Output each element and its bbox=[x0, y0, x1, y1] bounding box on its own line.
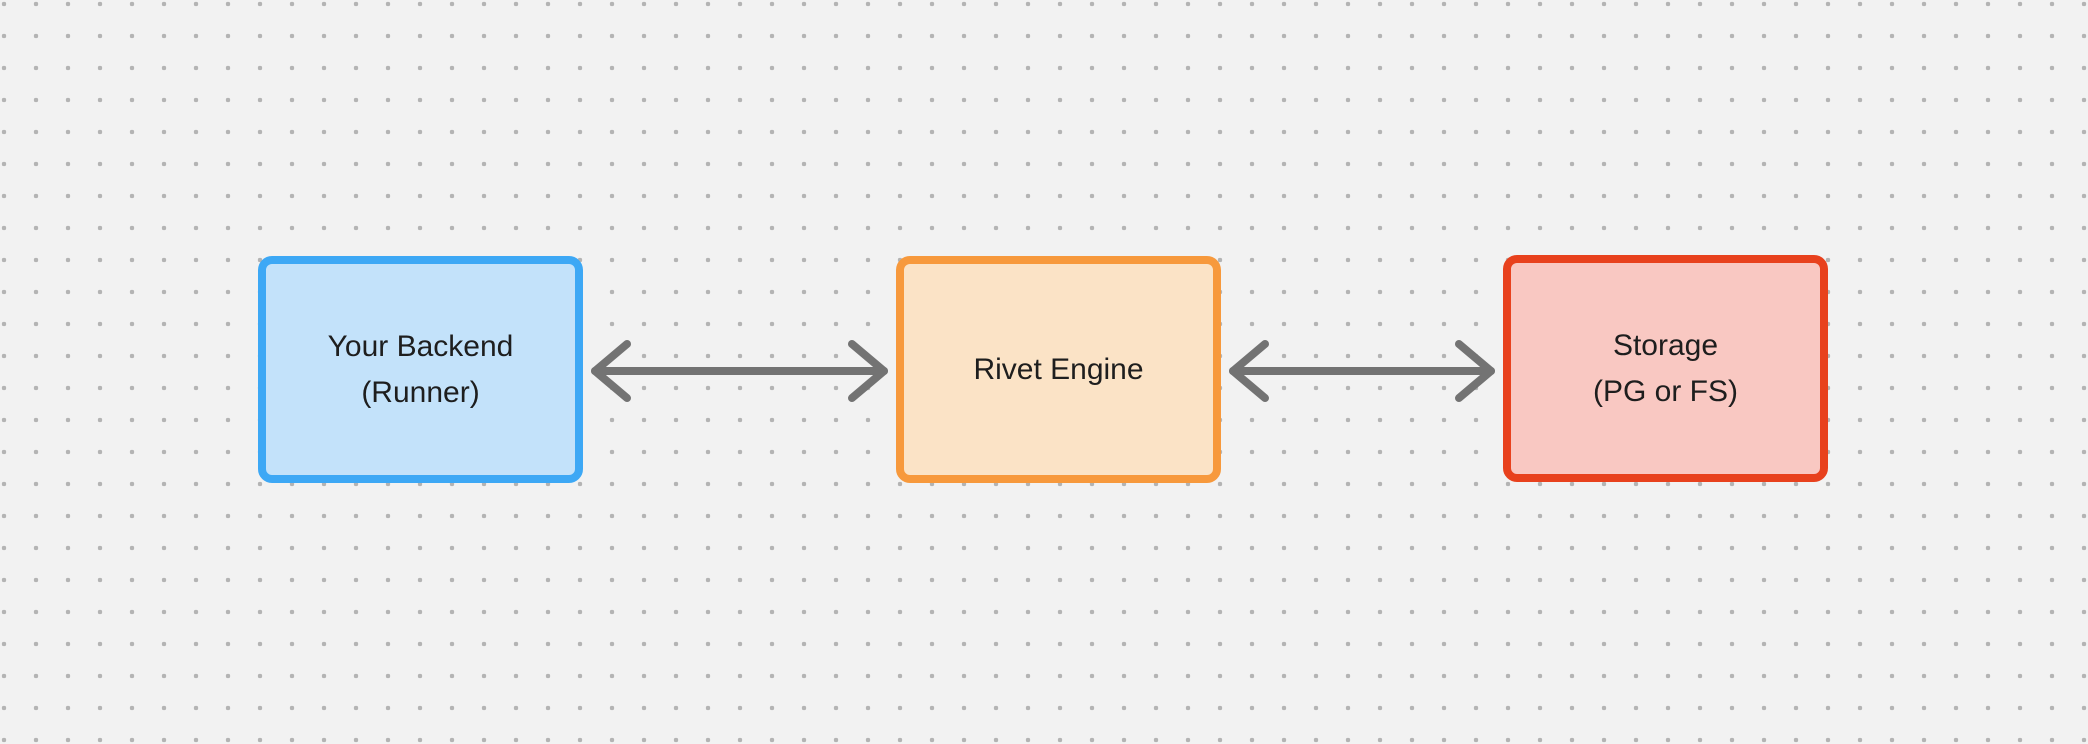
node-label-line: Storage bbox=[1612, 328, 1719, 362]
node-your-backend: Your Backend (Runner) bbox=[258, 256, 583, 483]
node-rivet-engine: Rivet Engine bbox=[896, 256, 1221, 483]
bidirectional-arrow bbox=[1229, 340, 1495, 402]
node-label-line: Your Backend bbox=[327, 329, 514, 363]
node-label-line: (PG or FS) bbox=[1592, 374, 1738, 408]
node-storage: Storage (PG or FS) bbox=[1503, 255, 1828, 482]
node-label-line: Rivet Engine bbox=[973, 352, 1144, 386]
node-label-line: (Runner) bbox=[361, 375, 480, 409]
bidirectional-arrow bbox=[591, 340, 888, 402]
